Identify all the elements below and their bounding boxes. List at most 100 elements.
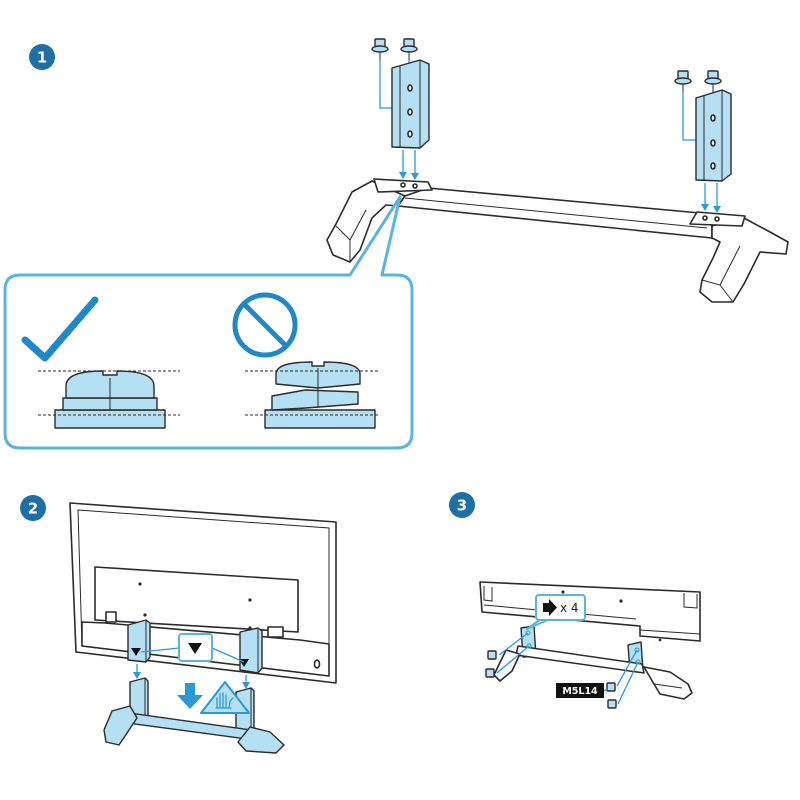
label-text: M5L14 bbox=[562, 686, 598, 697]
arrow-head bbox=[399, 172, 407, 179]
arrow-head bbox=[701, 204, 709, 211]
bracket-body bbox=[239, 627, 263, 674]
step-1-badge: 1 bbox=[29, 44, 55, 70]
tv-slot bbox=[483, 586, 493, 602]
callout-box bbox=[535, 594, 586, 621]
stand-left-leg bbox=[493, 649, 521, 682]
bracket-left bbox=[391, 59, 430, 149]
screw-arrow-icon bbox=[543, 599, 557, 616]
bracket-hole bbox=[407, 84, 413, 92]
tv-bottom-closeup bbox=[479, 581, 701, 642]
bracket-hole bbox=[710, 114, 716, 122]
bracket-hole bbox=[710, 139, 716, 147]
screw-guide-line bbox=[498, 632, 529, 656]
callout-leader bbox=[211, 647, 245, 663]
caution-triangle bbox=[200, 681, 250, 714]
plate-hole bbox=[400, 182, 406, 188]
callout-pointer bbox=[526, 618, 551, 630]
arrow-head bbox=[133, 672, 141, 679]
step-2-badge: 2 bbox=[20, 495, 46, 521]
screw-guides bbox=[496, 630, 641, 705]
screw-count-callout: x 4 bbox=[526, 594, 586, 630]
tv-screw-dot bbox=[619, 599, 623, 603]
tv-screw-dot bbox=[138, 582, 142, 586]
step-2: 2 bbox=[20, 495, 337, 754]
checkmark-icon bbox=[21, 296, 99, 362]
bracket-hole bbox=[407, 108, 413, 116]
lower-arrow-icon bbox=[177, 683, 203, 709]
tv-slot bbox=[267, 626, 284, 638]
insert-arrows bbox=[133, 664, 250, 689]
stand-right-leg bbox=[237, 726, 285, 754]
tv-rear-panel bbox=[479, 581, 701, 642]
screws bbox=[485, 650, 617, 709]
section-plate-tilted bbox=[271, 389, 359, 411]
screw-left-b bbox=[400, 38, 418, 60]
tv-screw-dot bbox=[561, 590, 565, 594]
arrow-head bbox=[177, 695, 203, 709]
screw-count: x 4 bbox=[560, 601, 579, 615]
stand-right-leg bbox=[699, 216, 789, 303]
bracket-hole bbox=[710, 162, 716, 170]
bracket-right bbox=[695, 89, 732, 182]
stand-base bbox=[326, 178, 789, 303]
leg-detail bbox=[335, 209, 367, 262]
tv-screw-dot bbox=[248, 598, 252, 602]
plate-hole bbox=[714, 216, 720, 222]
screw-guide-line bbox=[616, 649, 638, 687]
tv-screw-dot bbox=[248, 626, 252, 630]
callout-leader bbox=[140, 647, 180, 653]
screw bbox=[606, 682, 616, 692]
label-box bbox=[556, 683, 604, 698]
arrow-head bbox=[242, 682, 250, 689]
tv-port bbox=[105, 611, 117, 623]
screw-washer bbox=[371, 45, 389, 53]
bar-edge bbox=[404, 197, 708, 229]
badge-number: 1 bbox=[37, 49, 47, 67]
screw-washer bbox=[704, 77, 722, 85]
leg-detail bbox=[653, 683, 683, 689]
tv-screw-dot bbox=[658, 638, 662, 642]
step-3: 3 bbox=[449, 492, 701, 709]
down-triangle-icon bbox=[131, 648, 141, 656]
marker-callout bbox=[140, 633, 245, 663]
tv-bracket-right bbox=[239, 627, 263, 674]
screw-right-a bbox=[674, 70, 692, 92]
section-base bbox=[264, 409, 376, 429]
insert-arrows-left bbox=[399, 150, 419, 180]
screw bbox=[485, 668, 495, 678]
caution-hand bbox=[215, 692, 234, 709]
insert-arrows-right bbox=[701, 183, 721, 213]
screw-right-b bbox=[704, 70, 722, 92]
section-base bbox=[54, 409, 166, 429]
stand-bar bbox=[515, 645, 645, 674]
screw-hole-marker bbox=[635, 659, 641, 665]
prohibited-slash bbox=[242, 302, 288, 348]
step-1: 1 bbox=[3, 38, 789, 450]
screw-washer bbox=[674, 77, 692, 85]
leg-detail bbox=[701, 245, 741, 303]
screw bbox=[607, 699, 617, 709]
arrow-head bbox=[411, 173, 419, 180]
screw-washer bbox=[400, 45, 418, 53]
badge-circle bbox=[20, 495, 46, 521]
badge-number: 2 bbox=[28, 500, 38, 518]
screw-guide-line bbox=[617, 661, 639, 705]
screw-hole-marker bbox=[526, 643, 532, 649]
bracket-body bbox=[127, 619, 151, 663]
caution-hand-icon bbox=[200, 681, 250, 714]
down-triangle-icon bbox=[188, 643, 202, 654]
label-leader bbox=[603, 688, 608, 692]
badge-circle bbox=[29, 44, 55, 70]
tv-button bbox=[313, 659, 321, 669]
badge-circle bbox=[449, 492, 475, 518]
stand-left-leg bbox=[103, 705, 138, 746]
bracket-hole bbox=[407, 130, 413, 138]
correct-screw-section bbox=[38, 370, 180, 429]
stand-closeup bbox=[493, 625, 693, 700]
prohibited-ring bbox=[232, 292, 298, 358]
screw-left-a bbox=[371, 38, 389, 60]
badge-number: 3 bbox=[457, 497, 467, 515]
plate-hole bbox=[702, 215, 708, 221]
